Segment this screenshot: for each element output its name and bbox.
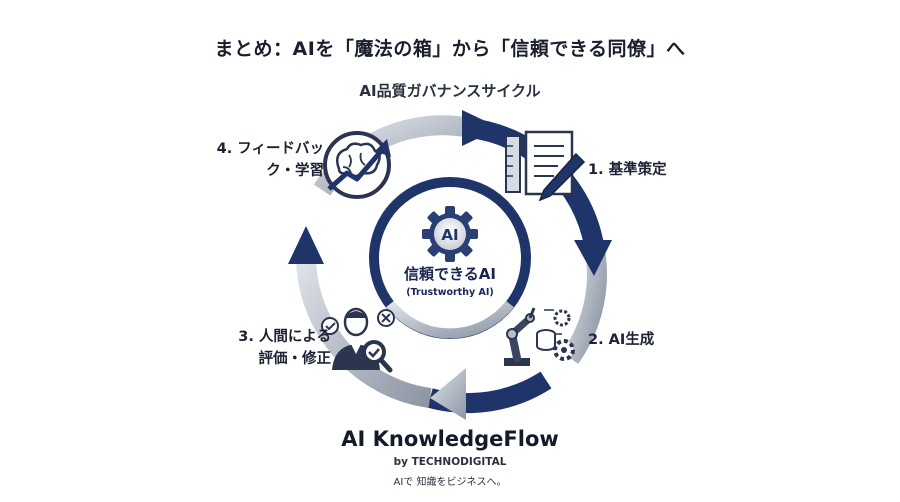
page-title: まとめ：AIを「魔法の箱」から「信頼できる同僚」へ — [214, 38, 686, 60]
brand-name: AI KnowledgeFlow — [341, 427, 559, 451]
document-pen-icon — [505, 130, 586, 202]
arrow-left-icon — [288, 226, 324, 264]
brand-tagline: AIで 知識をビジネスへ。 — [393, 477, 507, 488]
ai-badge-text: AI — [441, 226, 458, 244]
ai-gear-icon: AI — [422, 206, 478, 262]
center-label: 信頼できるAI — [404, 265, 496, 283]
step-3-label: 3. 人間による 評価・修正 — [238, 329, 331, 367]
arrow-top-icon — [462, 110, 500, 146]
arrow-bottom-icon — [430, 368, 466, 420]
brand-byline: by TECHNODIGITAL — [393, 456, 507, 468]
reviewer-magnifier-icon — [321, 307, 395, 373]
step-4-label: 4. フィードバッ ク・学習 — [216, 141, 324, 179]
brain-growth-arrow-icon — [323, 131, 391, 199]
robot-arm-gears-icon — [504, 307, 575, 366]
cycle-title: AI品質ガバナンスサイクル — [359, 82, 541, 100]
step-2-label: 2. AI生成 — [588, 332, 655, 348]
arrow-right-icon — [574, 240, 612, 276]
step-1-label: 1. 基準策定 — [588, 162, 667, 178]
center-sublabel: (Trustworthy AI) — [406, 287, 494, 298]
